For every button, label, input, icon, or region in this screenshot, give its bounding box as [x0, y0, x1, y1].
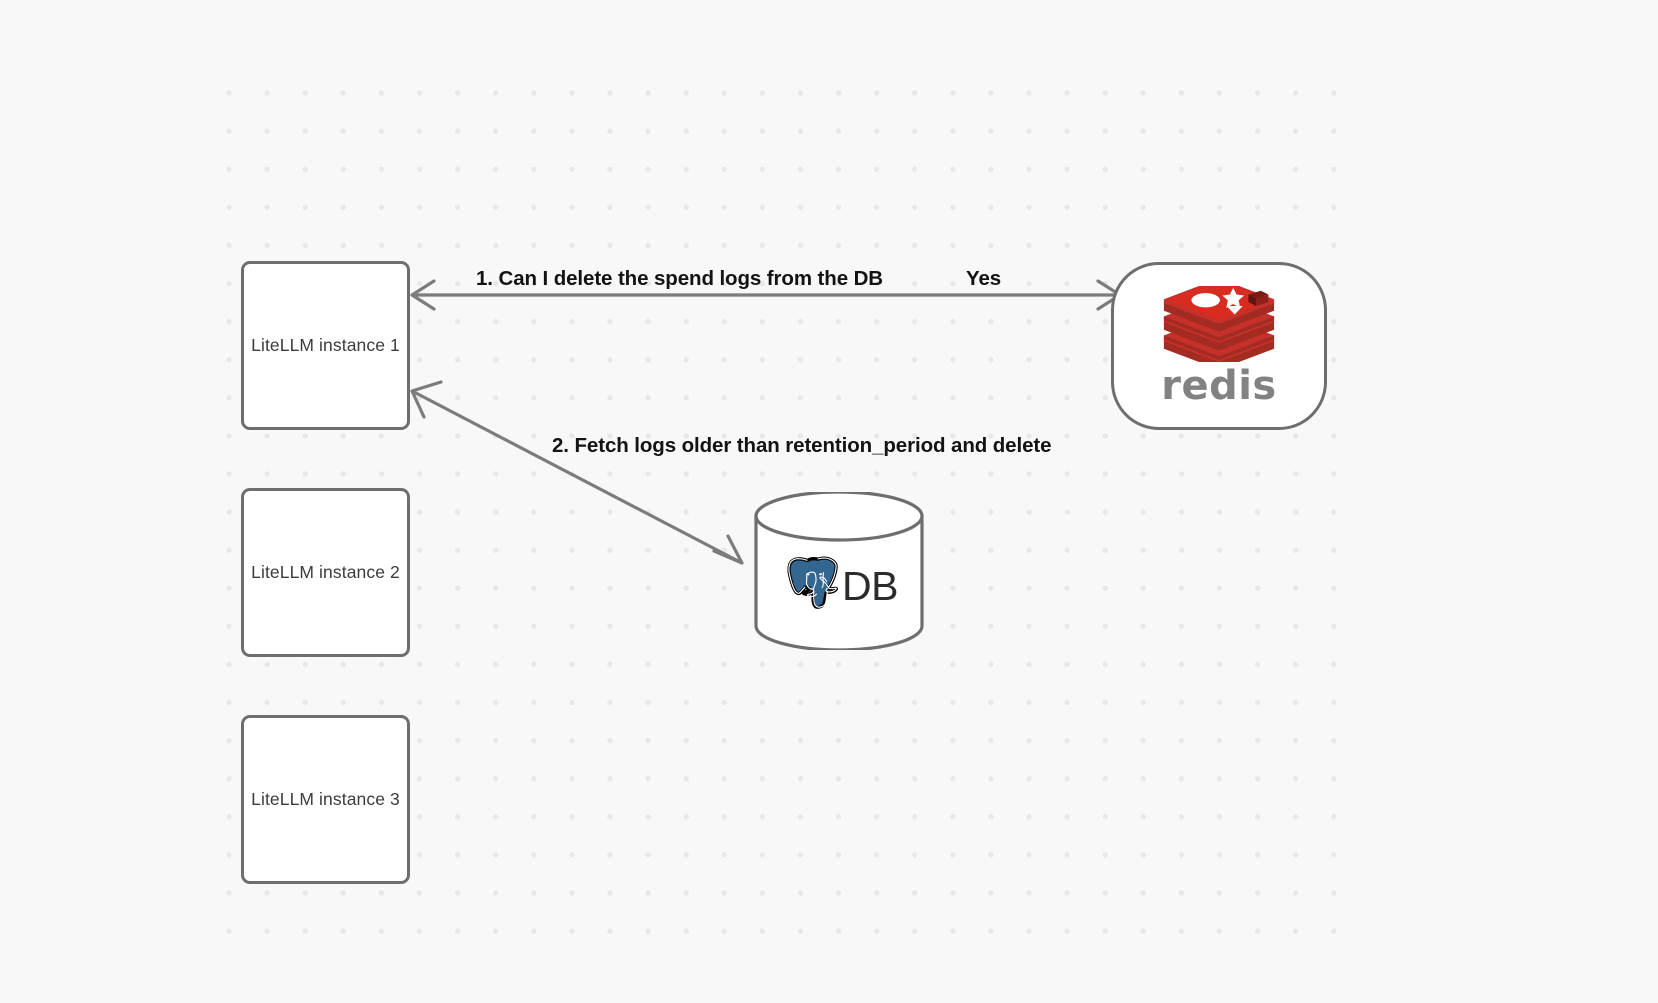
db-label: DB	[842, 562, 898, 609]
edge-label-step-1-reply: Yes	[966, 267, 1002, 290]
db-contents: DB	[753, 492, 925, 650]
node-label: LiteLLM instance 2	[251, 562, 400, 582]
arrowhead-lower-right	[712, 534, 744, 565]
edge-label-step-1: 1. Can I delete the spend logs from the …	[476, 267, 884, 290]
node-label: LiteLLM instance 3	[251, 789, 400, 809]
redis-wordmark: redis	[1161, 363, 1277, 409]
node-database[interactable]: DB	[753, 490, 925, 652]
postgresql-elephant-icon	[787, 556, 838, 609]
cylinder-shape-icon	[754, 490, 924, 652]
node-litellm-instance-2[interactable]: LiteLLM instance 2	[241, 488, 410, 657]
node-litellm-instance-3[interactable]: LiteLLM instance 3	[241, 715, 410, 884]
edge-instance1-db	[410, 380, 744, 565]
arrowhead-upper-left	[410, 380, 443, 419]
node-litellm-instance-1[interactable]: LiteLLM instance 1	[241, 261, 410, 430]
node-label: LiteLLM instance 1	[251, 335, 400, 355]
edge-label-step-2: 2. Fetch logs older than retention_perio…	[552, 434, 1052, 457]
redis-logo-icon	[1163, 286, 1275, 362]
redis-logo-group: redis	[1157, 286, 1281, 406]
arrowhead-left	[410, 279, 436, 311]
node-redis[interactable]: redis	[1111, 262, 1327, 430]
